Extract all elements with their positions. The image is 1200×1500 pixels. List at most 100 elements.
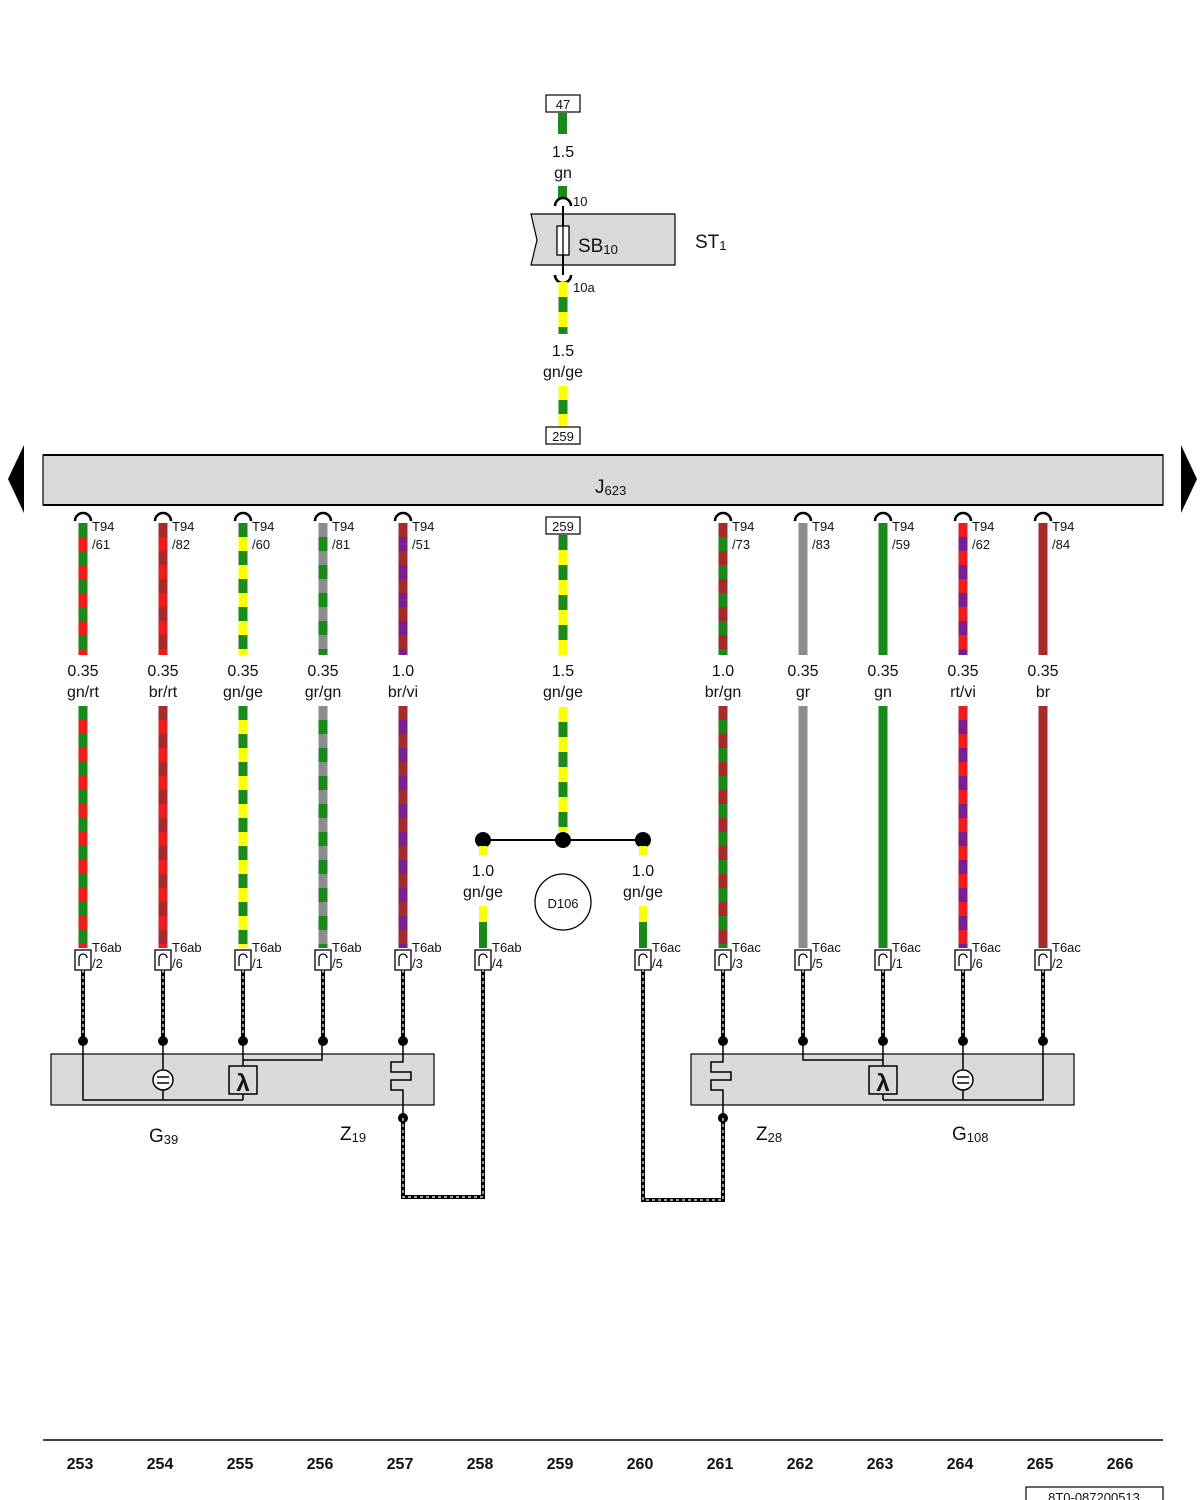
- ref-box-259-center[interactable]: [545, 516, 581, 535]
- connector-t6ab-3[interactable]: [394, 949, 412, 971]
- center-wire-size: 1.5: [552, 663, 574, 680]
- wire-stripe-lower[interactable]: [958, 706, 968, 948]
- connector-t6ab-5[interactable]: [314, 949, 332, 971]
- wire-color: br/vi: [388, 684, 418, 701]
- page-prev-arrow[interactable]: [8, 445, 24, 513]
- wire-stripe-upper[interactable]: [718, 523, 728, 655]
- component-z28-label: Z28: [756, 1124, 782, 1145]
- lambda-icon-right: λ: [876, 1070, 889, 1097]
- dest-conn: T6ac: [972, 940, 1001, 955]
- ground-symbol-g108: [952, 1069, 974, 1091]
- wire-stripe-lower[interactable]: [798, 706, 808, 948]
- top-wire-gnge-lower[interactable]: [558, 386, 568, 427]
- dest-pin: /6: [972, 956, 983, 971]
- center-wire-lower[interactable]: [558, 707, 568, 832]
- wire-stripe-lower[interactable]: [158, 706, 168, 948]
- wire-size: 0.35: [867, 663, 898, 680]
- heater-z19[interactable]: [390, 1041, 412, 1118]
- wire-stripe-upper[interactable]: [238, 523, 248, 655]
- wire-size: 0.35: [307, 663, 338, 680]
- lambda-sensor-g108[interactable]: [868, 1065, 898, 1095]
- wire-stripe-lower[interactable]: [398, 706, 408, 948]
- top-wire-gnge-upper[interactable]: [558, 282, 568, 334]
- splice-label: D106: [547, 896, 578, 911]
- connector-t6ac-4[interactable]: [634, 949, 652, 971]
- ecu-pin-conn: T94: [1052, 519, 1074, 534]
- wire-stripe-upper[interactable]: [78, 523, 88, 655]
- ecu-pin-conn: T94: [412, 519, 434, 534]
- splice-node-left[interactable]: [475, 832, 491, 848]
- connector-t6ab-6[interactable]: [154, 949, 172, 971]
- ref-box-259-top[interactable]: [545, 426, 581, 445]
- wire-stripe-upper[interactable]: [158, 523, 168, 655]
- wire-size: 0.35: [227, 663, 258, 680]
- t6ab-4-conn: T6ab: [492, 940, 522, 955]
- wire-stripe-upper[interactable]: [878, 523, 888, 655]
- wire-stripe-upper[interactable]: [958, 523, 968, 655]
- ecu-pin-conn: T94: [252, 519, 274, 534]
- ecu-pin-conn: T94: [972, 519, 994, 534]
- center-wire-upper[interactable]: [558, 535, 568, 655]
- splice-d106[interactable]: [534, 873, 592, 931]
- lambda-sensor-g39[interactable]: [228, 1065, 258, 1095]
- connector-t6ac-6[interactable]: [954, 949, 972, 971]
- ref-box-47[interactable]: [545, 94, 581, 113]
- connector-t6ac-5[interactable]: [794, 949, 812, 971]
- dest-conn: T6ab: [92, 940, 122, 955]
- wire-stripe-upper[interactable]: [398, 523, 408, 655]
- wire-stripe-lower[interactable]: [318, 706, 328, 948]
- dest-pin: /2: [92, 956, 103, 971]
- ecu-housing[interactable]: [42, 454, 1164, 506]
- wire-stripe-lower[interactable]: [238, 706, 248, 948]
- page-next-arrow[interactable]: [1181, 445, 1197, 513]
- junction-node: [318, 1036, 328, 1046]
- connector-t6ab-4[interactable]: [474, 949, 492, 971]
- column-number: 253: [67, 1456, 94, 1473]
- t6ac-4-conn: T6ac: [652, 940, 681, 955]
- wire-stripe-upper[interactable]: [798, 523, 808, 655]
- wire-stripe-upper[interactable]: [1038, 523, 1048, 655]
- ecu-pin-conn: T94: [892, 519, 914, 534]
- dest-conn: T6ac: [892, 940, 921, 955]
- wire-stripe-lower[interactable]: [718, 706, 728, 948]
- connector-t6ab-1[interactable]: [234, 949, 252, 971]
- ref-259-top-label: 259: [552, 429, 574, 444]
- wire-size: 0.35: [1027, 663, 1058, 680]
- ecu-pin-conn: T94: [332, 519, 354, 534]
- wire-color: br: [1036, 684, 1051, 701]
- wire-stripe-lower[interactable]: [78, 706, 88, 948]
- connector-t6ac-3[interactable]: [714, 949, 732, 971]
- splice-node-right[interactable]: [635, 832, 651, 848]
- heater-z28[interactable]: [710, 1041, 732, 1118]
- wire-stripe-upper[interactable]: [318, 523, 328, 655]
- fuse-pin-out: 10a: [573, 280, 595, 295]
- column-number: 260: [627, 1456, 654, 1473]
- wire-color: br/rt: [149, 684, 178, 701]
- connector-t6ab-2[interactable]: [74, 949, 92, 971]
- fuse-holder-label: ST1: [695, 232, 727, 253]
- splice-node-center[interactable]: [555, 832, 571, 848]
- connector-t6ac-1[interactable]: [874, 949, 892, 971]
- dest-conn: T6ac: [812, 940, 841, 955]
- ecu-pin-number: /61: [92, 537, 110, 552]
- fuse-label: SB10: [578, 236, 618, 257]
- left-branch-size: 1.0: [472, 863, 494, 880]
- connector-t6ac-2[interactable]: [1034, 949, 1052, 971]
- fuse-pin-in: 10: [573, 194, 587, 209]
- wire-stripe-lower[interactable]: [878, 706, 888, 948]
- oxygen-sensor-left: λ G39 Z19: [50, 970, 485, 1199]
- doc-id-box: [1025, 1486, 1164, 1500]
- wire-stripe-lower[interactable]: [1038, 706, 1048, 948]
- top-wire1-color: gn: [554, 165, 572, 182]
